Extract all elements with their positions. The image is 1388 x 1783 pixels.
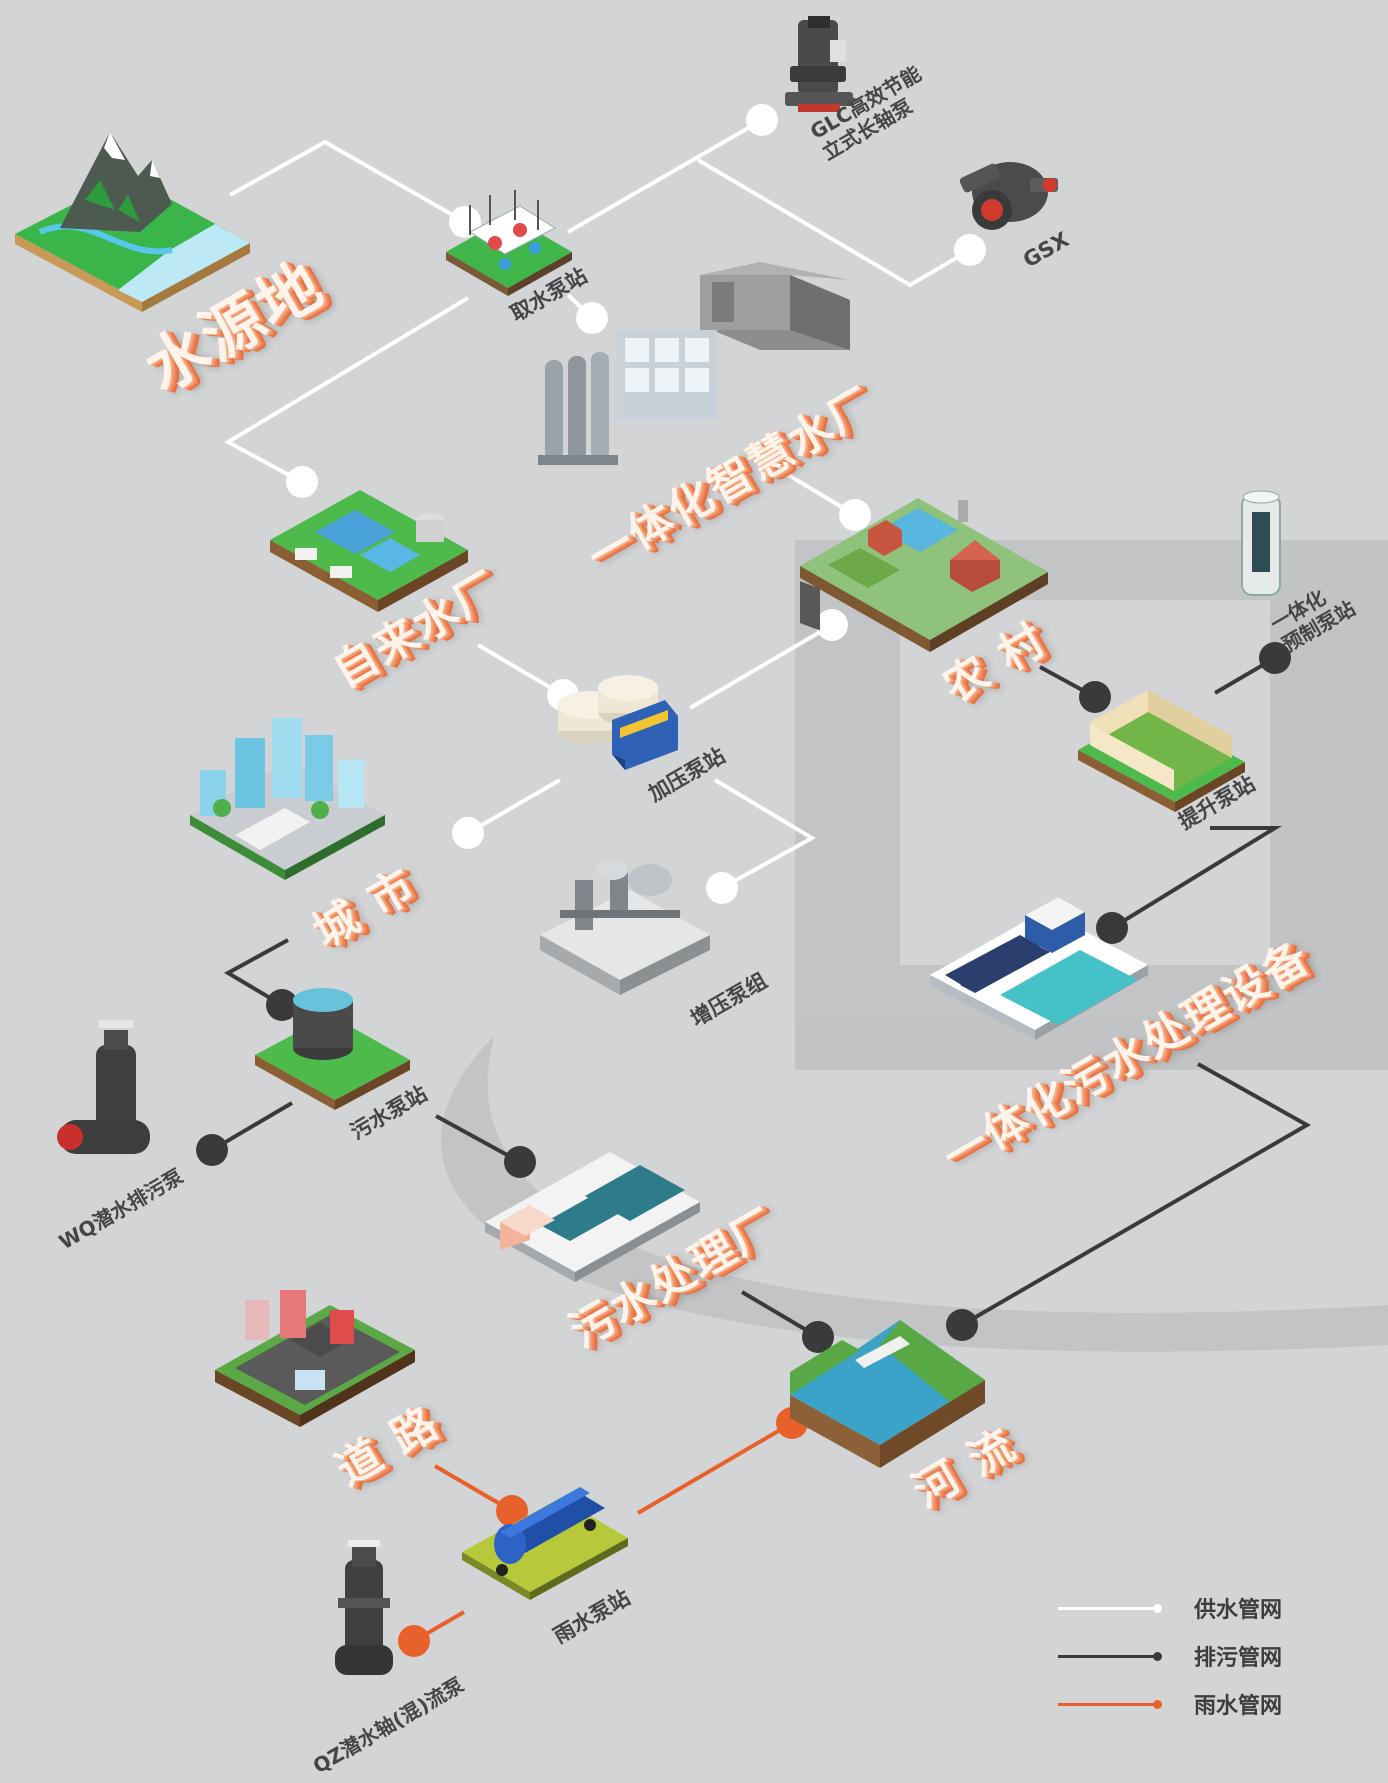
- rain-network: [398, 1407, 808, 1657]
- qz-pump-illustration: [335, 1540, 393, 1675]
- legend-item-rain: 雨水管网: [1058, 1688, 1282, 1720]
- wq-pump-illustration: [57, 1020, 150, 1154]
- legend-label-sewage: 排污管网: [1194, 1646, 1283, 1671]
- gsx-pump-illustration: [959, 162, 1058, 230]
- village-illustration: [800, 498, 1048, 652]
- integrated-sewage-illustration: [930, 897, 1148, 1040]
- legend-label-rain: 雨水管网: [1194, 1694, 1283, 1719]
- city-illustration: [190, 718, 385, 880]
- intake-station-illustration: [446, 190, 572, 296]
- legend-item-supply: 供水管网: [1058, 1592, 1282, 1624]
- supply-network: [223, 104, 986, 904]
- rain-station-illustration: [462, 1487, 628, 1600]
- legend-swatch-supply: [1058, 1603, 1162, 1613]
- booster-unit-illustration: [540, 860, 710, 995]
- prefab-station-illustration: [1241, 490, 1281, 596]
- sewage-plant-illustration: [485, 1152, 700, 1282]
- booster-station-illustration: [558, 675, 678, 770]
- water-plant-illustration: [270, 490, 468, 612]
- glc-pump-illustration: [785, 16, 853, 112]
- water-source-illustration: [15, 132, 250, 312]
- river-illustration: [790, 1320, 985, 1468]
- sewage-station-illustration: [255, 988, 410, 1110]
- legend-label-supply: 供水管网: [1194, 1598, 1283, 1623]
- road-illustration: [215, 1290, 415, 1427]
- legend-item-sewage: 排污管网: [1058, 1640, 1282, 1672]
- smart-plant-illustration: [538, 262, 850, 631]
- legend-swatch-rain: [1058, 1699, 1162, 1709]
- legend-swatch-sewage: [1058, 1651, 1162, 1661]
- lift-station-illustration: [1078, 690, 1245, 812]
- sewage-network: [196, 642, 1312, 1353]
